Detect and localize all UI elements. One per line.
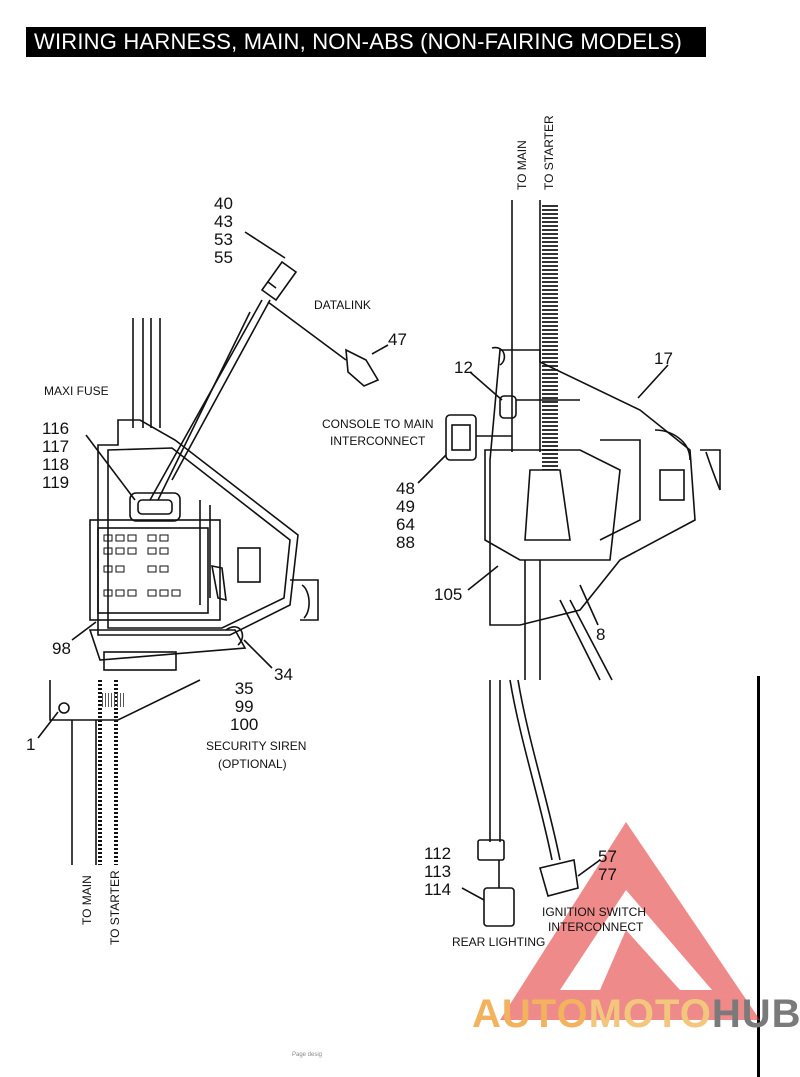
callout-12: 12 [454, 358, 473, 377]
callout-8: 8 [596, 625, 606, 644]
callout-105: 105 [434, 585, 463, 604]
left-harness-assembly [37, 231, 389, 865]
page-title: WIRING HARNESS, MAIN, NON-ABS (NON-FAIRI… [26, 27, 706, 57]
callout-88: 88 [396, 533, 415, 552]
callout-group-40: 40 43 53 55 [214, 195, 233, 267]
callout-43: 43 [214, 212, 233, 231]
callout-112: 112 [424, 844, 452, 863]
callout-group-35: 35 99 100 [230, 680, 258, 734]
callout-53: 53 [214, 230, 233, 249]
label-console-to-main: CONSOLE TO MAIN [322, 417, 434, 431]
footer-text: Page desig [292, 1052, 323, 1058]
callout-99: 99 [234, 697, 254, 716]
label-ignition-switch: IGNITION SWITCH [542, 905, 646, 919]
callout-35: 35 [234, 679, 254, 698]
watermark-moto: MOTO [588, 992, 712, 1036]
callout-40: 40 [214, 194, 233, 213]
label-datalink: DATALINK [314, 298, 371, 312]
label-security-siren-optional: (OPTIONAL) [218, 757, 287, 771]
callout-55: 55 [214, 248, 233, 267]
callout-34: 34 [274, 665, 293, 684]
callout-77: 77 [598, 865, 617, 884]
callout-17: 17 [654, 349, 673, 368]
callout-48: 48 [396, 479, 415, 498]
callout-114: 114 [424, 880, 452, 899]
label-security-siren: SECURITY SIREN [206, 739, 307, 753]
callout-119: 119 [42, 473, 70, 492]
callout-group-57: 57 77 [598, 848, 617, 884]
callout-117: 117 [42, 437, 70, 456]
callout-group-48: 48 49 64 88 [396, 480, 415, 552]
page-edge-line [757, 676, 760, 1077]
label-to-main-bottom: TO MAIN [80, 875, 94, 925]
label-rear-lighting: REAR LIGHTING [452, 935, 546, 949]
label-to-starter-bottom: TO STARTER [108, 870, 122, 945]
right-harness-assembly [417, 200, 721, 681]
callout-1: 1 [26, 735, 36, 754]
label-maxi-fuse: MAXI FUSE [44, 384, 109, 398]
label-to-starter-top: TO STARTER [542, 115, 556, 190]
callout-100: 100 [230, 715, 259, 734]
callout-118: 118 [42, 455, 70, 474]
callout-64: 64 [396, 515, 415, 534]
callout-98: 98 [52, 639, 71, 658]
watermark-triangle [500, 822, 760, 1020]
callout-group-112: 112 113 114 [424, 845, 451, 899]
lower-harness [461, 679, 601, 927]
callout-116: 116 [42, 419, 70, 438]
callout-47: 47 [388, 330, 407, 349]
callout-group-116: 116 117 118 119 [42, 420, 69, 492]
watermark-hub: HUB [711, 992, 800, 1036]
callout-113: 113 [424, 862, 452, 881]
callout-49: 49 [396, 497, 415, 516]
label-ignition-interconnect: INTERCONNECT [548, 920, 644, 934]
watermark-auto: AUTO [472, 992, 589, 1036]
label-console-interconnect: INTERCONNECT [330, 434, 426, 448]
watermark-logo: AUTOMOTOHUB [472, 992, 800, 1037]
callout-57: 57 [598, 847, 617, 866]
label-to-main-top: TO MAIN [515, 140, 529, 190]
